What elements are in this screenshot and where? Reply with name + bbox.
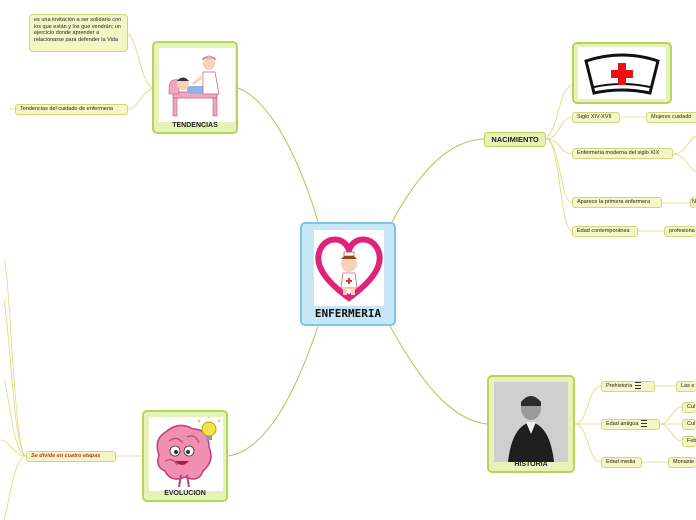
nurse-patient-image xyxy=(159,48,235,122)
tendencias-note[interactable]: es una invitación a ser solidario con lo… xyxy=(29,14,128,52)
historia-item-1-child-0[interactable]: Cul xyxy=(682,402,696,413)
historia-item-1-child-1[interactable]: Cul xyxy=(682,419,696,430)
topic-evolucion[interactable]: EVOLUCION xyxy=(142,410,228,502)
nacimiento-item-2-child[interactable]: N xyxy=(690,197,696,208)
central-topic-label: ENFERMERIA xyxy=(314,307,382,320)
historia-item-1-label: Edad antigua xyxy=(606,421,639,427)
notes-icon[interactable] xyxy=(635,382,642,390)
historia-item-2-child-0[interactable]: Monaste xyxy=(668,457,696,468)
nacimiento-item-0[interactable]: Siglo XIV-XVII xyxy=(572,112,620,123)
topic-nacimiento[interactable]: NACIMIENTO xyxy=(484,132,546,147)
nacimiento-item-1[interactable]: Enfermeria moderna del siglo XIX xyxy=(572,148,673,159)
evolucion-label: EVOLUCION xyxy=(164,490,206,497)
notes-icon[interactable] xyxy=(641,420,648,428)
historia-item-2[interactable]: Edad media xyxy=(601,457,642,468)
historia-item-0-label: Prehistoria xyxy=(606,383,633,389)
tendencias-subtopic[interactable]: Tendencias del cuidado de enfermeria xyxy=(15,104,128,115)
nurse-cap-image-node[interactable] xyxy=(572,42,672,104)
historia-item-1[interactable]: Edad antigua xyxy=(601,419,660,430)
topic-tendencias[interactable]: TENDENCIAS xyxy=(152,41,238,134)
historia-item-1-child-2[interactable]: Feb xyxy=(682,436,696,447)
historia-item-0[interactable]: Prehistoria xyxy=(601,381,655,392)
historia-item-0-child-0[interactable]: Las e xyxy=(676,381,696,392)
historical-portrait-image xyxy=(494,382,568,462)
nacimiento-item-0-child[interactable]: Mujeres cuidado xyxy=(646,112,696,123)
nacimiento-item-3[interactable]: Edad contemporánea xyxy=(572,226,638,237)
nacimiento-item-2[interactable]: Aparece la primera enfermera xyxy=(572,197,662,208)
evolucion-subtopic[interactable]: Se divide en cuatro etapas xyxy=(26,451,116,462)
topic-historia[interactable]: HISTORIA xyxy=(487,375,575,473)
nacimiento-item-3-child[interactable]: profesiona xyxy=(664,226,696,237)
brain-lightbulb-image xyxy=(149,415,223,491)
nurse-cap-icon xyxy=(578,47,666,99)
nurse-heart-image xyxy=(314,230,384,306)
tendencias-label: TENDENCIAS xyxy=(172,122,218,129)
central-topic[interactable]: ENFERMERIA xyxy=(300,222,396,326)
historia-label: HISTORIA xyxy=(514,461,548,468)
